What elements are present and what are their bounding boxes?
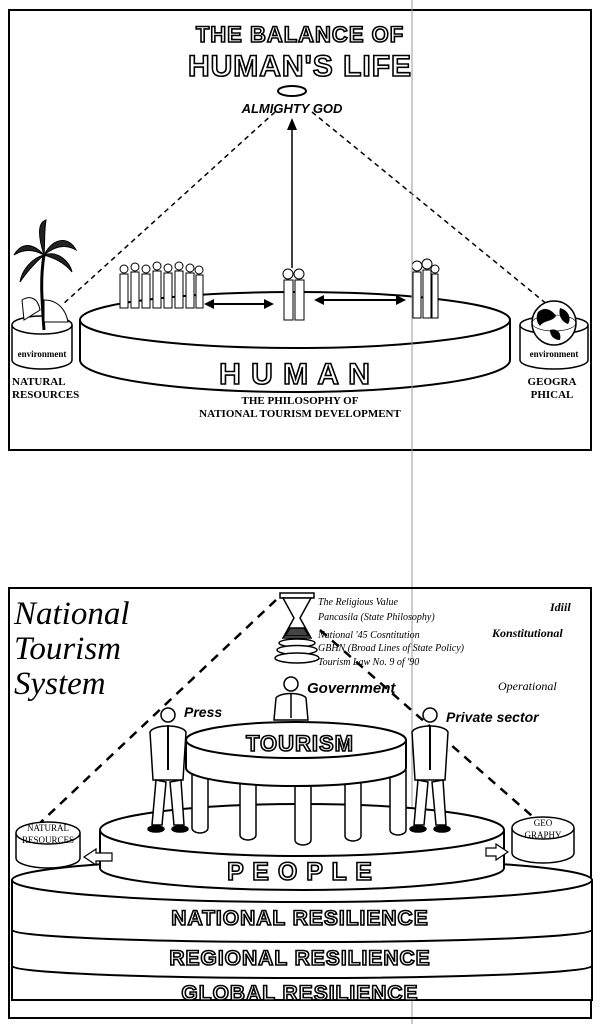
value-gbhn: GBHN (Broad Lines of State Policy) [318,643,465,654]
actor-private-sector: Private sector [446,709,540,725]
private-sector-person-icon [409,707,451,833]
value-constitution: National '45 Cosntitution [317,630,420,641]
level-operational: Operational [498,679,557,693]
dashed-line-left-bottom [21,599,277,841]
hourglass-icon [274,592,320,664]
geography-disc-line2: GRAPHY [524,830,562,840]
right-env-label: environment [530,349,579,359]
top-title-line1: THE BALANCE OF [196,22,404,47]
right-arrow-icon [485,842,510,862]
natural-resources-cylinder: NATURAL RESOURCES [15,821,81,869]
apex-label: ALMIGHTY GOD [241,101,343,116]
natural-resources-disc-line1: NATURAL [27,823,69,833]
crowd-figures-left [119,261,204,309]
actor-government: Government [307,680,396,697]
actor-press: Press [184,704,222,720]
bottom-panel-frame [8,587,592,1019]
left-double-arrow [204,299,274,309]
philosophy-caption-line1: THE PHILOSOPHY OF [242,395,359,407]
halo-icon [277,85,307,97]
left-arrow-icon [82,847,113,867]
level-idiil: Idiil [549,600,571,614]
regional-resilience-layer: REGIONAL RESILIENCE [11,930,593,979]
national-resilience-label: NATIONAL RESILIENCE [171,907,428,930]
people-disc-label: P E O P L E [227,858,373,886]
bottom-panel: National Tourism System The Religious Va… [8,587,593,1019]
globe-icon [531,300,577,346]
value-religious: The Religious Value [318,597,399,608]
left-env-label: environment [18,349,67,359]
support-columns [191,770,407,846]
human-disc-label: H U M A N [219,358,371,391]
regional-resilience-label: REGIONAL RESILIENCE [169,947,430,970]
left-environment-cylinder: environment [11,315,73,370]
nts-title-line1: National [13,596,130,632]
arrow-head-icon [287,118,297,130]
value-pancasila: Pancasila (State Philosophy) [317,612,435,623]
press-person-icon [147,707,189,833]
top-title-line2: HUMAN'S LIFE [188,50,412,83]
nts-title-line3: System [14,666,106,702]
nts-title-line2: Tourism [14,631,121,667]
geography-cylinder: GEO GRAPHY [511,816,575,864]
philosophy-caption-line2: NATIONAL TOURISM DEVELOPMENT [199,408,401,420]
right-double-arrow [314,295,406,305]
government-person-icon [273,676,309,721]
dashed-line-right [311,111,549,306]
dashed-line-left [61,111,276,306]
level-konstitutional: Konstitutional [491,626,563,640]
natural-resources-disc-line2: RESOURCES [22,835,74,845]
value-tourism-law: Tourism Law No. 9 of '90 [318,657,419,668]
palm-tree-icon [13,219,78,331]
tourism-disc-label: TOURISM [246,731,354,756]
geographical-line1: GEOGRA [528,376,577,388]
tourism-disc: TOURISM [185,721,407,787]
top-panel: THE BALANCE OF HUMAN'S LIFE ALMIGHTY GOD… [8,9,592,451]
geography-disc-line1: GEO [534,818,553,828]
geographical-line2: PHICAL [531,389,574,401]
center-figures [282,268,305,321]
natural-resources-line1: NATURAL [12,376,66,388]
natural-resources-line2: RESOURCES [12,389,79,401]
crowd-figures-right [411,258,440,319]
global-resilience-label: GLOBAL RESILIENCE [181,982,418,1005]
